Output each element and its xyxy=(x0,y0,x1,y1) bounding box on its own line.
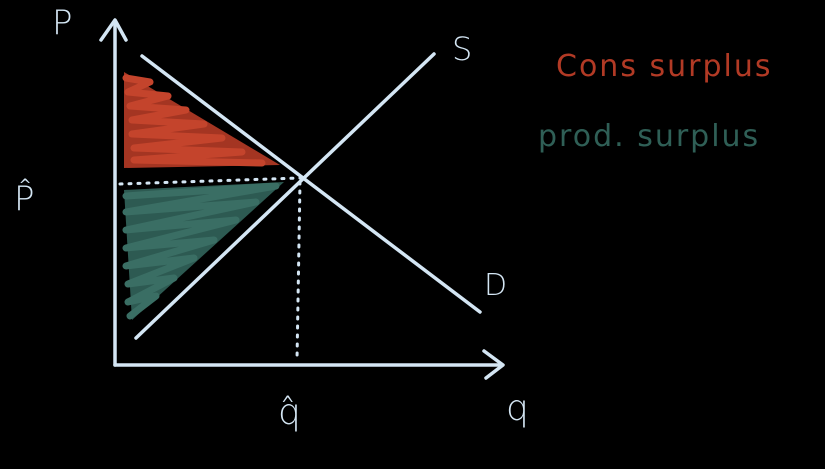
consumer-surplus-area xyxy=(122,72,280,168)
price-marker-label: P̂ xyxy=(14,178,35,219)
axes xyxy=(99,18,505,380)
consumer-surplus-legend: Cons surplus xyxy=(556,49,772,84)
quantity-marker-label: q̂ xyxy=(278,392,301,433)
y-axis-label: P xyxy=(52,3,73,43)
curves xyxy=(134,52,482,340)
quantity-guide-line xyxy=(295,180,302,362)
x-axis-label: q xyxy=(506,388,529,429)
equilibrium-guides xyxy=(118,176,302,362)
y-axis-arrow xyxy=(99,18,128,42)
producer-surplus-scribble xyxy=(122,182,280,320)
supply-label: S xyxy=(452,30,472,68)
producer-surplus-area xyxy=(122,182,284,320)
supply-line xyxy=(134,52,436,340)
consumer-surplus-scribble xyxy=(122,74,266,167)
demand-line xyxy=(140,54,482,314)
producer-surplus-legend: prod. surplus xyxy=(538,119,760,154)
price-guide-line xyxy=(118,176,302,186)
demand-label: D xyxy=(484,268,507,303)
x-axis-arrow xyxy=(482,349,505,380)
